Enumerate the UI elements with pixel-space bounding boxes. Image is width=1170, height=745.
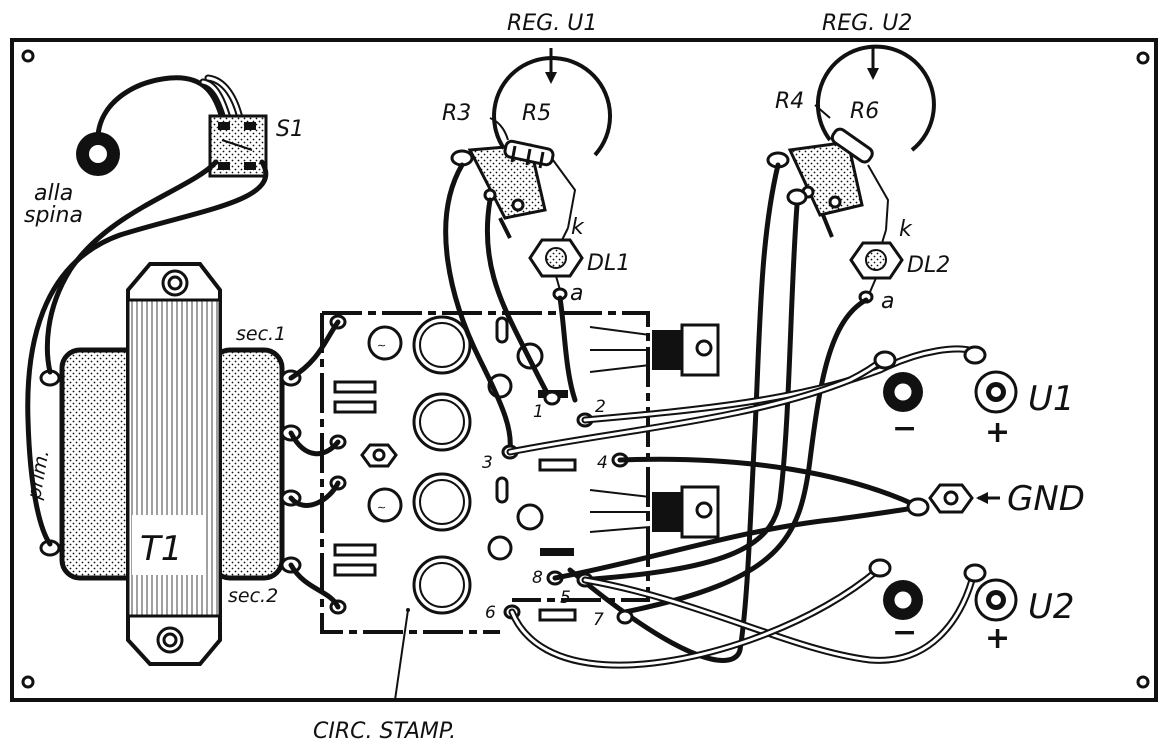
- pad-label-1: 1: [533, 402, 544, 422]
- wire-r5-3: [443, 162, 513, 453]
- label-u1-minus: −: [892, 411, 917, 446]
- wire-u2-minus-core: [510, 568, 880, 667]
- label-alla: alla: [34, 181, 73, 206]
- terminal-u1-minus[interactable]: [873, 350, 923, 412]
- pad-label-4: 4: [597, 453, 608, 473]
- mount-hole: [21, 675, 35, 689]
- label-u1: U1: [1028, 379, 1075, 419]
- wire-sec2-a: [288, 480, 341, 508]
- wire-gnd-4: [617, 456, 918, 508]
- leader-r3: [489, 117, 509, 141]
- svg-text:∼: ∼: [377, 339, 386, 352]
- wire-u2-plus-core: [583, 578, 974, 662]
- wire-gnd-b: [552, 505, 918, 581]
- pad-label-7: 7: [593, 610, 604, 630]
- wire-dl1-a: [557, 295, 578, 403]
- mains-cable: [76, 74, 244, 176]
- pad-label-5: 5: [560, 588, 571, 608]
- label-u2-plus: +: [985, 621, 1010, 656]
- label-reg-u1: REG. U1: [507, 11, 597, 36]
- mount-hole: [21, 49, 35, 63]
- pcb-components: ∼ ∼: [329, 314, 720, 622]
- wire-sec1-b: [288, 430, 341, 457]
- label-sec1: sec.1: [236, 323, 286, 345]
- wire-primary-2: [25, 159, 269, 547]
- terminal-u2-plus[interactable]: [963, 563, 1018, 622]
- wire-sec2-b: [288, 562, 341, 610]
- label-u2-minus: −: [892, 615, 917, 650]
- pad-label-2: 2: [595, 397, 606, 417]
- label-gnd: GND: [1007, 479, 1085, 519]
- label-r6: R6: [850, 99, 879, 124]
- terminal-u2-minus[interactable]: [868, 558, 923, 620]
- transformer-t1: [59, 262, 285, 666]
- label-dl2: DL2: [907, 253, 950, 278]
- label-t1: T1: [140, 529, 182, 569]
- label-dl1: DL1: [587, 251, 630, 276]
- pad-label-3: 3: [482, 453, 493, 473]
- svg-text:∼: ∼: [377, 501, 386, 514]
- wire-dl2-a: [622, 297, 869, 615]
- label-u2: U2: [1028, 587, 1075, 627]
- leader-r4: [814, 104, 831, 119]
- wire-r6-2: [577, 202, 800, 583]
- label-reg-u2: REG. U2: [822, 11, 912, 36]
- terminal-gnd[interactable]: [906, 483, 974, 517]
- led-dl2: [849, 229, 904, 304]
- label-circ-stamp: CIRC. STAMP.: [313, 719, 456, 744]
- label-a1: a: [570, 281, 583, 306]
- label-r3: R3: [442, 101, 471, 126]
- terminal-u1-plus[interactable]: [963, 345, 1018, 414]
- leader-circ-stamp: [394, 609, 409, 701]
- label-r4: R4: [775, 89, 804, 114]
- wire-sec1-a: [288, 319, 341, 381]
- label-s1: S1: [276, 117, 304, 142]
- switch-s1[interactable]: [208, 114, 268, 178]
- potentiometer-r5[interactable]: [450, 56, 613, 239]
- wire-u1-minus-core: [508, 356, 887, 454]
- wire-r5-1: [484, 197, 553, 401]
- pad-label-6: 6: [485, 603, 496, 623]
- label-k1: k: [571, 215, 585, 240]
- label-spina: spina: [24, 203, 83, 228]
- mount-hole: [1136, 675, 1150, 689]
- pcb-board: [320, 311, 650, 634]
- label-u1-plus: +: [985, 415, 1010, 450]
- label-sec2: sec.2: [228, 585, 278, 607]
- pad-label-8: 8: [532, 568, 543, 588]
- led-dl1: [528, 227, 584, 301]
- label-k2: k: [899, 217, 913, 242]
- label-a2: a: [881, 289, 894, 314]
- mount-hole: [1136, 51, 1150, 65]
- label-r5: R5: [522, 101, 551, 126]
